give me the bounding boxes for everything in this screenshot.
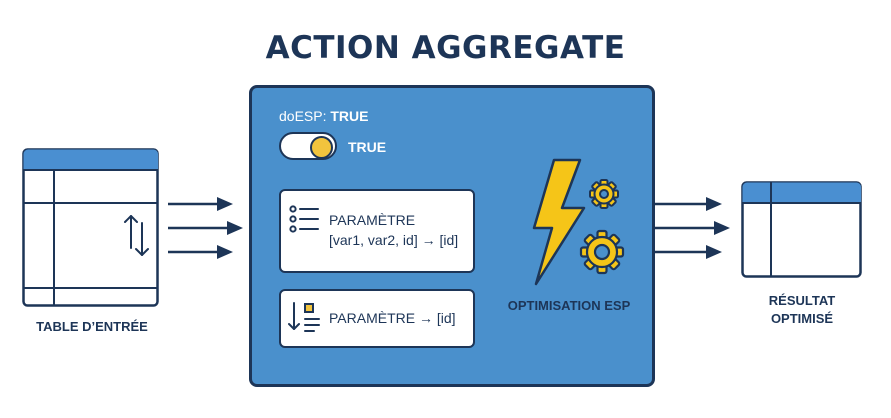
output-table — [741, 181, 862, 278]
parameter-2-mapping: PARAMÈTRE → [id] — [329, 310, 456, 326]
dosp-toggle[interactable] — [279, 132, 337, 160]
doesp-flag-name: doESP: — [279, 108, 327, 124]
sort-arrows-icon — [124, 215, 149, 256]
doesp-flag: doESP: TRUE — [279, 108, 369, 124]
parameter-1-mapping: [var1, var2, id] → [id] — [329, 232, 459, 248]
output-label-line2: OPTIMISÉ — [770, 311, 834, 326]
toggle-knob — [310, 136, 333, 159]
input-table-label: TABLE D’ENTRÉE — [36, 319, 148, 334]
esp-optimisation-graphic — [532, 158, 625, 286]
input-table — [22, 148, 159, 307]
gear-icon — [589, 179, 619, 209]
parameter-panel-2: PARAMÈTRE → [id] — [279, 289, 475, 348]
action-aggregate-box: doESP: TRUE TRUE PARAMÈTRE [var1, var2, … — [249, 85, 655, 387]
input-arrows — [168, 197, 243, 259]
list-icon — [289, 205, 319, 233]
parameter-1-name: PARAMÈTRE — [329, 212, 416, 228]
gear-icon — [579, 229, 625, 275]
diagram-title: ACTION AGGREGATE — [265, 30, 626, 66]
output-label-line1: RÉSULTAT — [768, 293, 836, 308]
output-label: RÉSULTAT OPTIMISÉ — [722, 292, 882, 328]
parameter-panel-1: PARAMÈTRE [var1, var2, id] → [id] — [279, 189, 475, 273]
doesp-flag-value: TRUE — [330, 108, 369, 124]
sort-list-icon — [288, 302, 320, 332]
optimisation-esp-label: OPTIMISATION ESP — [507, 298, 631, 313]
toggle-label: TRUE — [348, 139, 387, 155]
output-arrows — [654, 197, 730, 259]
lightning-bolt-icon — [532, 158, 586, 286]
